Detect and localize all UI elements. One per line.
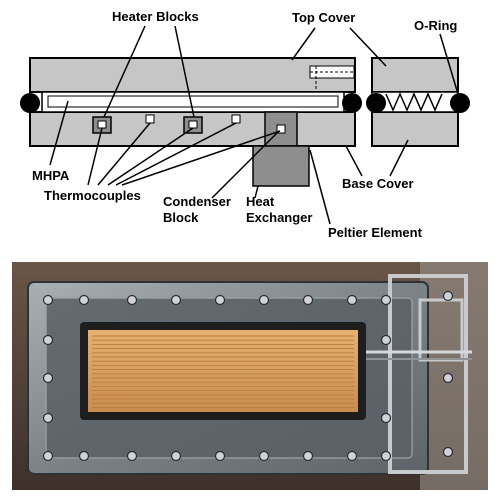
leader-lines [49, 25, 459, 225]
screw [78, 294, 90, 306]
heater-block-2-thermocouple [188, 120, 198, 129]
label-peltier-element: Peltier Element [328, 225, 423, 240]
top-cover-fitting [309, 65, 355, 100]
screw [42, 294, 54, 306]
heater-block-1-thermocouple [97, 120, 107, 129]
o-ring-right-2 [450, 93, 470, 113]
screw [42, 450, 54, 462]
screw [214, 294, 226, 306]
label-o-ring: O-Ring [414, 18, 457, 33]
photo-bench [420, 262, 488, 490]
base-cover-right [371, 111, 459, 147]
screw [442, 372, 454, 384]
label-heat-exchanger-1: Heat [246, 194, 275, 209]
schematic-diagram: Heater Blocks Top Cover O-Ring MHPA Ther… [20, 9, 470, 240]
screw [302, 450, 314, 462]
thermocouple-small-2 [231, 114, 241, 124]
label-thermocouples: Thermocouples [44, 188, 141, 203]
screw [258, 450, 270, 462]
screw [442, 446, 454, 458]
screw [346, 450, 358, 462]
label-heater-blocks: Heater Blocks [112, 9, 199, 24]
label-condenser-block-1: Condenser [163, 194, 231, 209]
label-heat-exchanger-2: Exchanger [246, 210, 312, 225]
spring-zigzag [385, 92, 443, 112]
mhpa-pad [88, 330, 358, 412]
screw [380, 334, 392, 346]
screw [214, 450, 226, 462]
heat-exchanger [252, 145, 310, 187]
screw [42, 334, 54, 346]
side-bracket [350, 274, 472, 474]
screw [126, 294, 138, 306]
top-cover-right [371, 57, 459, 93]
mhpa-inner [47, 95, 339, 108]
screw [346, 294, 358, 306]
screw [302, 294, 314, 306]
label-top-cover: Top Cover [292, 10, 355, 25]
label-mhpa: MHPA [32, 168, 70, 183]
screw [258, 294, 270, 306]
device-photo [12, 262, 488, 490]
label-base-cover: Base Cover [342, 176, 414, 191]
label-condenser-block-2: Block [163, 210, 199, 225]
housing-screws [42, 290, 454, 462]
condenser-thermocouple [276, 124, 286, 134]
o-ring-left-2 [342, 93, 362, 113]
screw [380, 450, 392, 462]
screw [126, 450, 138, 462]
screw [170, 450, 182, 462]
thermocouple-small-1 [145, 114, 155, 124]
screw [442, 290, 454, 302]
screw [380, 294, 392, 306]
screw [380, 412, 392, 424]
screw [170, 294, 182, 306]
o-ring-right-1 [366, 93, 386, 113]
screw [42, 372, 54, 384]
o-ring-left-1 [20, 93, 40, 113]
screw [42, 412, 54, 424]
mhpa-pad-channels [92, 335, 354, 408]
top-cover [29, 57, 356, 93]
screw [78, 450, 90, 462]
